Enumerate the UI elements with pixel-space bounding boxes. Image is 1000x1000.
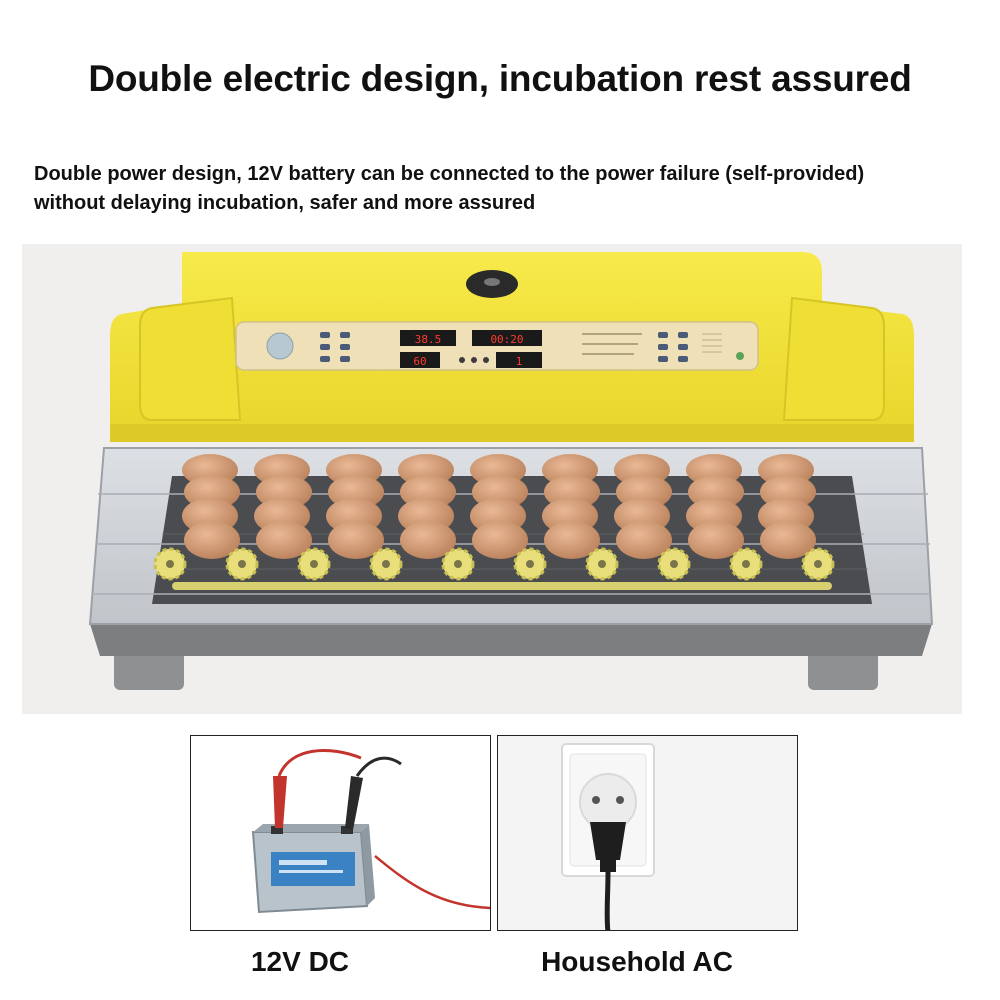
base-tray	[90, 624, 932, 656]
egg-rows	[182, 454, 816, 559]
panel-household-ac	[497, 735, 798, 931]
panel-12v-battery	[190, 735, 491, 931]
display-timer-value: 00:20	[490, 333, 523, 346]
display-temperature	[400, 330, 456, 346]
caption-12v-dc: 12V DC	[250, 946, 350, 977]
turning-rod	[172, 582, 832, 590]
black-clamp-icon	[345, 776, 363, 830]
egg	[256, 521, 312, 559]
lid-front-lip	[110, 424, 914, 442]
caption-household-ac: Household AC	[541, 946, 733, 977]
subtext-line-2: without delaying incubation, safer and m…	[34, 192, 536, 214]
egg	[400, 521, 456, 559]
turning-rollers	[153, 547, 835, 581]
egg	[544, 521, 600, 559]
battery-label	[271, 852, 355, 886]
egg	[688, 521, 744, 559]
lid-handle-right	[782, 296, 885, 421]
incubator-product-image: 38.5 00:20 60 1	[22, 244, 962, 714]
power-plug-icon	[590, 822, 626, 860]
display-humidity-value: 60	[413, 355, 426, 368]
display-day	[496, 352, 542, 368]
battery-illustration	[251, 749, 490, 914]
egg	[328, 521, 384, 559]
egg	[616, 521, 672, 559]
display-day-value: 1	[516, 355, 523, 368]
socket-illustration	[498, 736, 797, 930]
lid-handle-left	[139, 296, 242, 421]
subtext-line-1: Double power design, 12V battery can be …	[34, 163, 865, 185]
display-timer	[472, 330, 542, 346]
headline: Double electric design, incubation rest …	[88, 58, 912, 99]
egg	[472, 521, 528, 559]
red-clamp-icon	[273, 776, 287, 828]
display-temperature-value: 38.5	[415, 333, 442, 346]
incubator-illustration: 38.5 00:20 60 1	[88, 252, 934, 690]
display-humidity	[400, 352, 440, 368]
egg	[760, 521, 816, 559]
power-indicator-icon	[266, 332, 294, 360]
egg	[184, 521, 240, 559]
subtext: Double power design, 12V battery can be …	[34, 160, 974, 218]
